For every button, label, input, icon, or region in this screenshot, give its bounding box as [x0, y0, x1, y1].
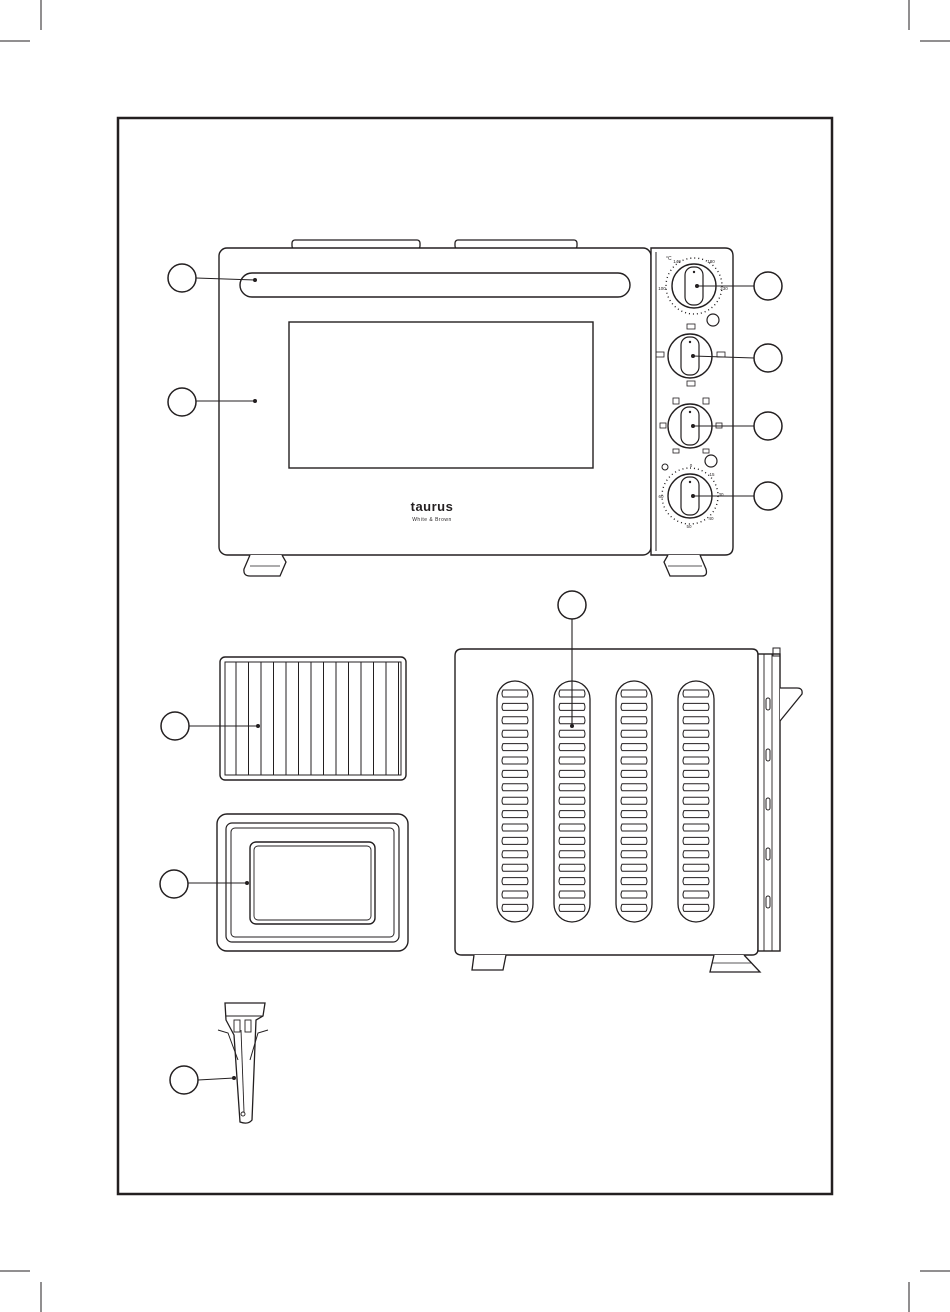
- oven-front-view: taurus White & Brown °C 100 140 180 230: [219, 240, 733, 576]
- tray-handle: [218, 1003, 268, 1123]
- side-handle-profile: [780, 688, 802, 721]
- temperature-scale-180: 180: [707, 259, 715, 264]
- timer-scale-15: 15: [709, 472, 715, 477]
- front-foot-left: [244, 555, 286, 576]
- side-foot-right: [710, 955, 760, 972]
- temperature-scale-230: 230: [720, 286, 728, 291]
- brand-logo: taurus: [411, 499, 454, 514]
- timer-scale-40: 40: [708, 516, 714, 521]
- temperature-unit-label: °C: [666, 256, 672, 262]
- wire-rack: [220, 657, 406, 780]
- front-foot-right: [664, 555, 707, 576]
- timer-scale-60: 60: [658, 494, 664, 499]
- timer-scale-50: 50: [686, 524, 692, 529]
- side-foot-left: [472, 955, 506, 970]
- brand-tagline: White & Brown: [412, 517, 452, 523]
- side-panel: [455, 649, 758, 955]
- callout-tray-handle: [170, 1066, 236, 1094]
- temperature-scale-140: 140: [673, 259, 681, 264]
- oven-side-view: [455, 648, 802, 972]
- temperature-scale-100: 100: [658, 286, 666, 291]
